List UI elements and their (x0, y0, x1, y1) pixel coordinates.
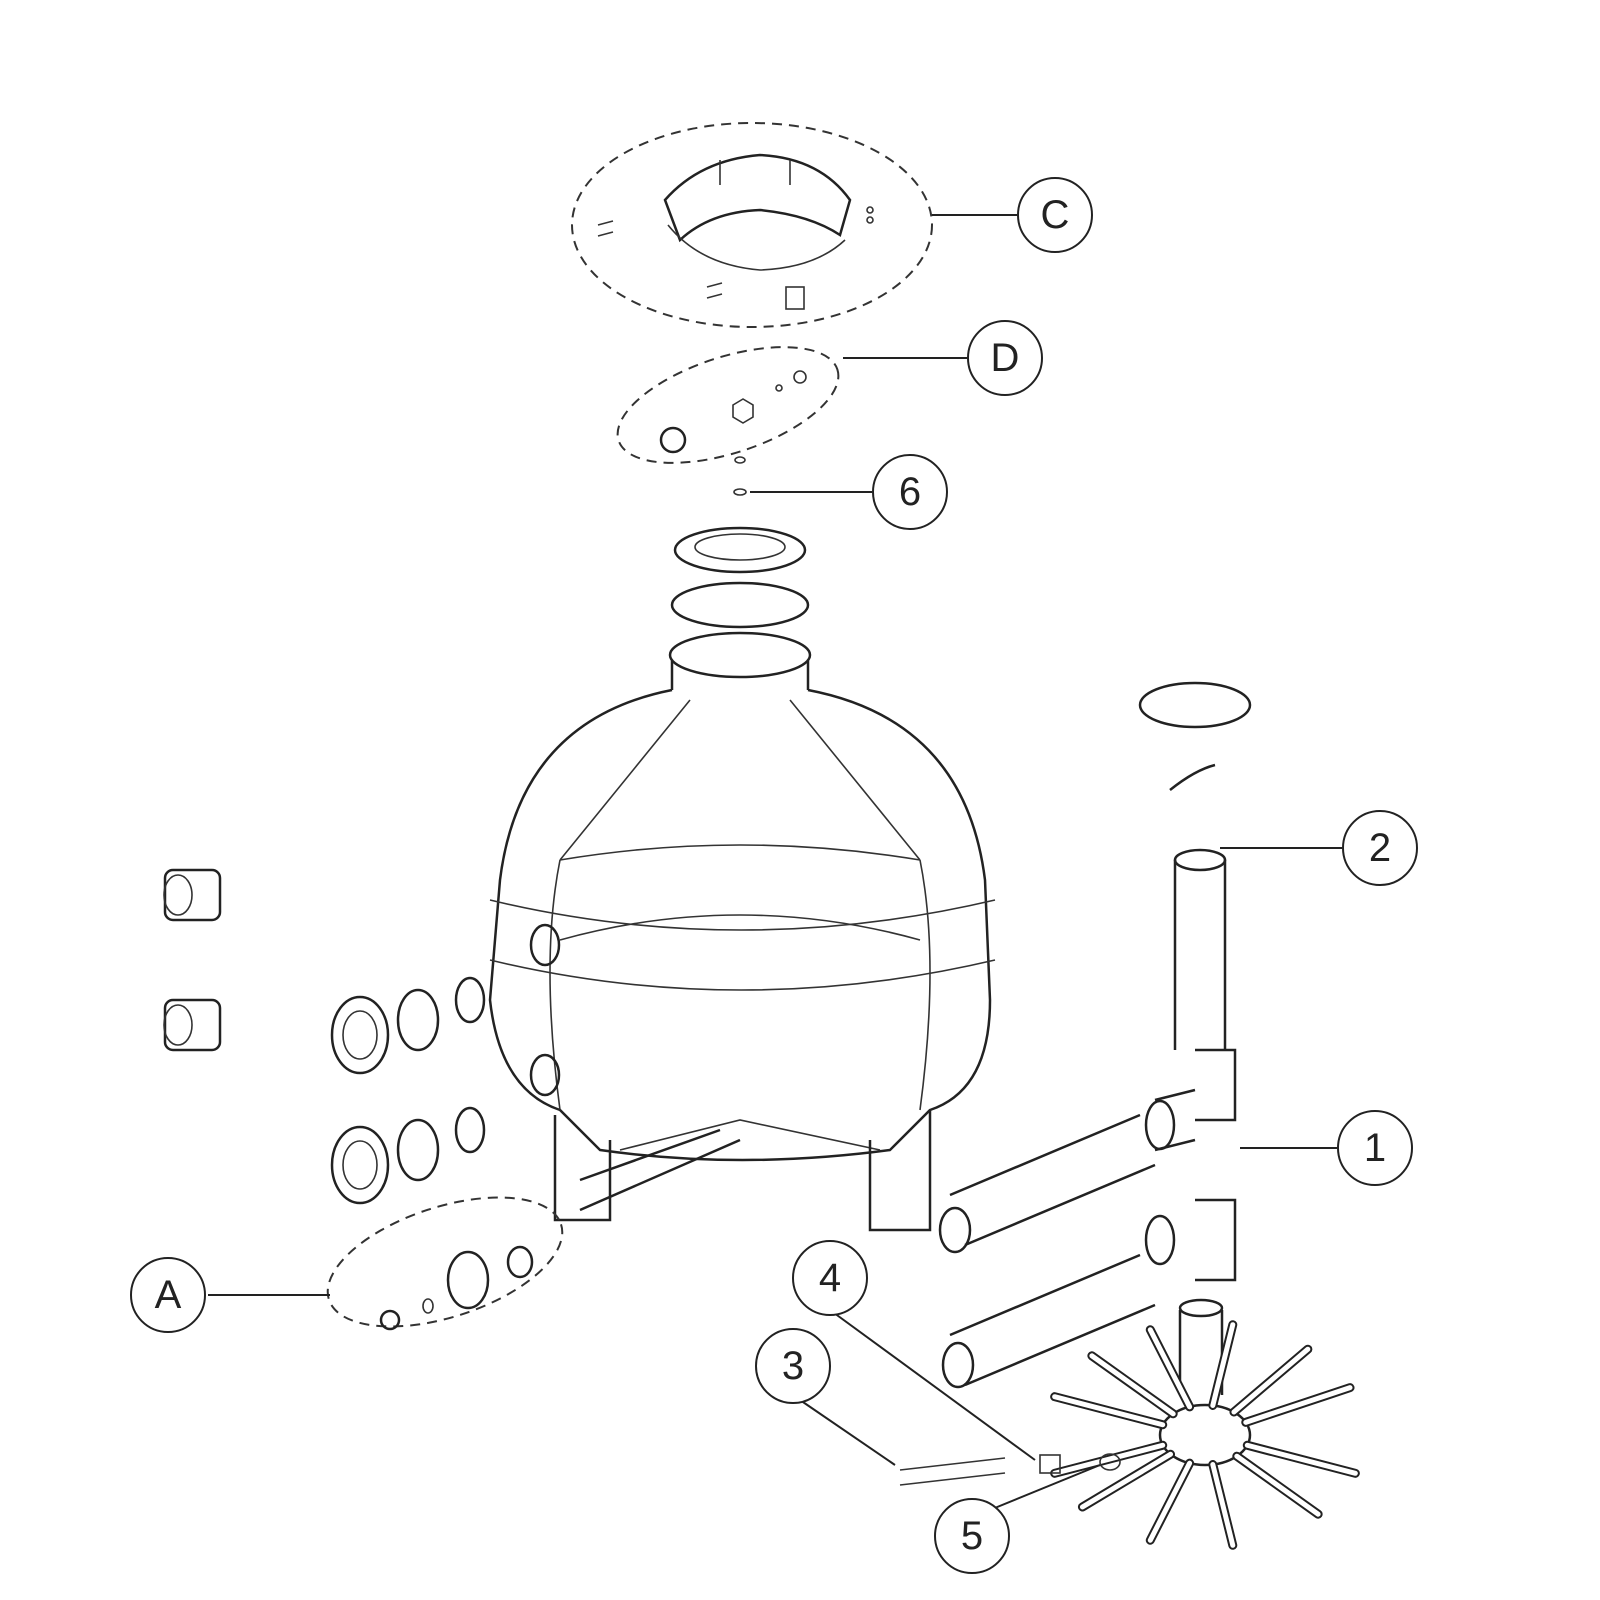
lateral-arm (1243, 1385, 1353, 1425)
laterals-hub (1050, 1320, 1360, 1550)
group-c-outline (571, 122, 933, 328)
lid-oring (670, 581, 810, 629)
lateral-part-3 (899, 1457, 1006, 1471)
callout-1: 1 (1337, 1110, 1413, 1186)
callout-4: 4 (792, 1240, 868, 1316)
lateral-arm (1079, 1451, 1174, 1510)
part-5-fitting (1099, 1453, 1121, 1471)
callout-5: 5 (934, 1498, 1010, 1574)
union-fittings (163, 868, 486, 1205)
group-a-outline (326, 1196, 564, 1328)
lateral-arm (1244, 1442, 1358, 1476)
part-6-oring (733, 488, 747, 496)
callout-2: 2 (1342, 810, 1418, 886)
tank-lid (673, 526, 807, 574)
lateral-arm (1052, 1394, 1166, 1428)
filter-tank (488, 631, 996, 1232)
callout-a: A (130, 1257, 206, 1333)
callout-6: 6 (872, 454, 948, 530)
lateral-arm (1147, 1460, 1193, 1543)
pipes (938, 1113, 1156, 1389)
diffuser (1138, 681, 1252, 729)
callout-c: C (1017, 177, 1093, 253)
clamp-clip (785, 286, 805, 310)
callout-3: 3 (755, 1328, 831, 1404)
diffuser-clip (1169, 763, 1216, 791)
pressure-gauge-fitting (659, 426, 687, 454)
air-release-valve (732, 398, 754, 424)
group-d-outline (616, 346, 840, 464)
clamp-ring (663, 153, 852, 271)
lateral-arm (1089, 1353, 1176, 1417)
clamp-screws (597, 220, 723, 299)
callout-d: D (967, 320, 1043, 396)
standpipe (1144, 848, 1237, 1395)
lateral-arm (1147, 1327, 1193, 1410)
lateral-arm (1234, 1453, 1321, 1517)
lateral-arm (1210, 1462, 1236, 1548)
lateral-arm (1210, 1322, 1236, 1408)
part-4-cap (1039, 1454, 1061, 1474)
lateral-arm (1052, 1442, 1166, 1476)
drain-plug (446, 1250, 490, 1310)
lateral-arm (1231, 1346, 1311, 1415)
